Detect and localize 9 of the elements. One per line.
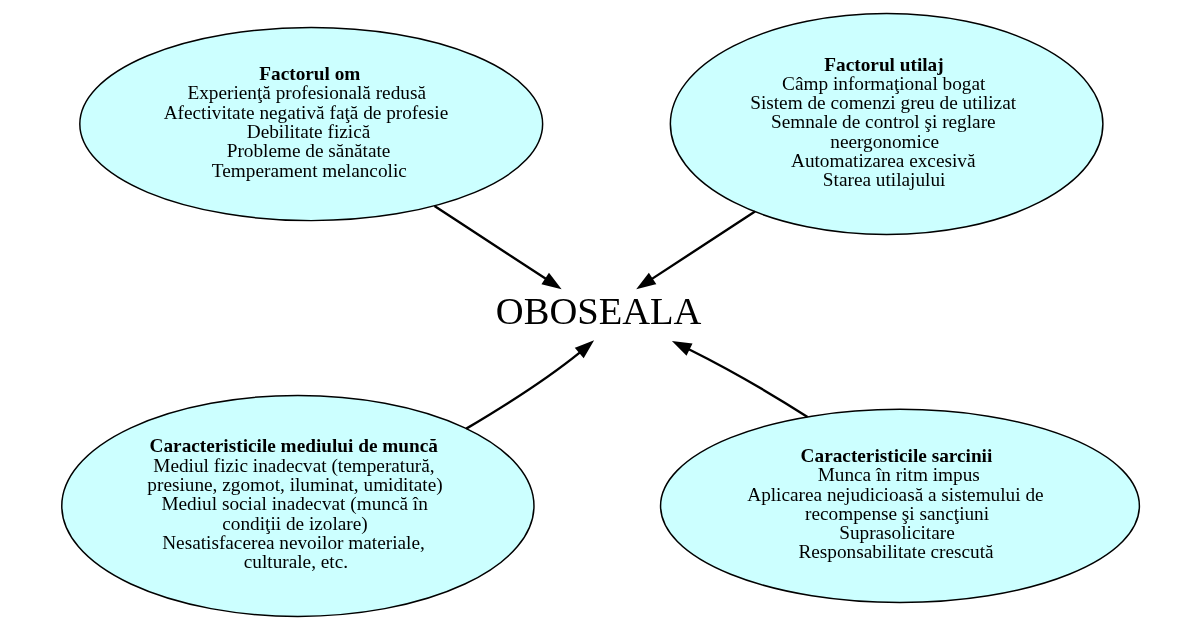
node-ellipse: Caracteristicile mediului de muncă Mediul fizic inadecvat (temperatură, presiune, zgomot, iluminat, umiditate) Mediul social inadecvat (muncă în condiţii de izolare) Nesatisfacerea nevoilor materiale, culturale, etc. bbox=[61, 394, 535, 618]
node-ellipse: Factorul om Experienţă profesională redusă Afectivitate negativă faţă de profesie Debilitate fizică Probleme de sănătate Temperament melancolic bbox=[79, 26, 544, 222]
node-ellipse: Factorul utilaj Câmp informaţional bogat Sistem de comenzi greu de utilizat Semnale de control şi reglare neergonomice Automatizarea excesivă Starea utilajului bbox=[669, 12, 1104, 236]
node-ellipse: Caracteristicile sarcinii Munca în ritm impus Aplicarea nejudicioasă a sistemului de recompense şi sancţiuni Suprasolicitare Responsabilitate crescută bbox=[659, 408, 1141, 604]
arrow bbox=[433, 205, 562, 290]
arrow bbox=[671, 341, 809, 418]
arrow bbox=[636, 210, 756, 290]
node-text: OBOSEALA bbox=[495, 290, 702, 333]
arrow bbox=[465, 340, 595, 430]
